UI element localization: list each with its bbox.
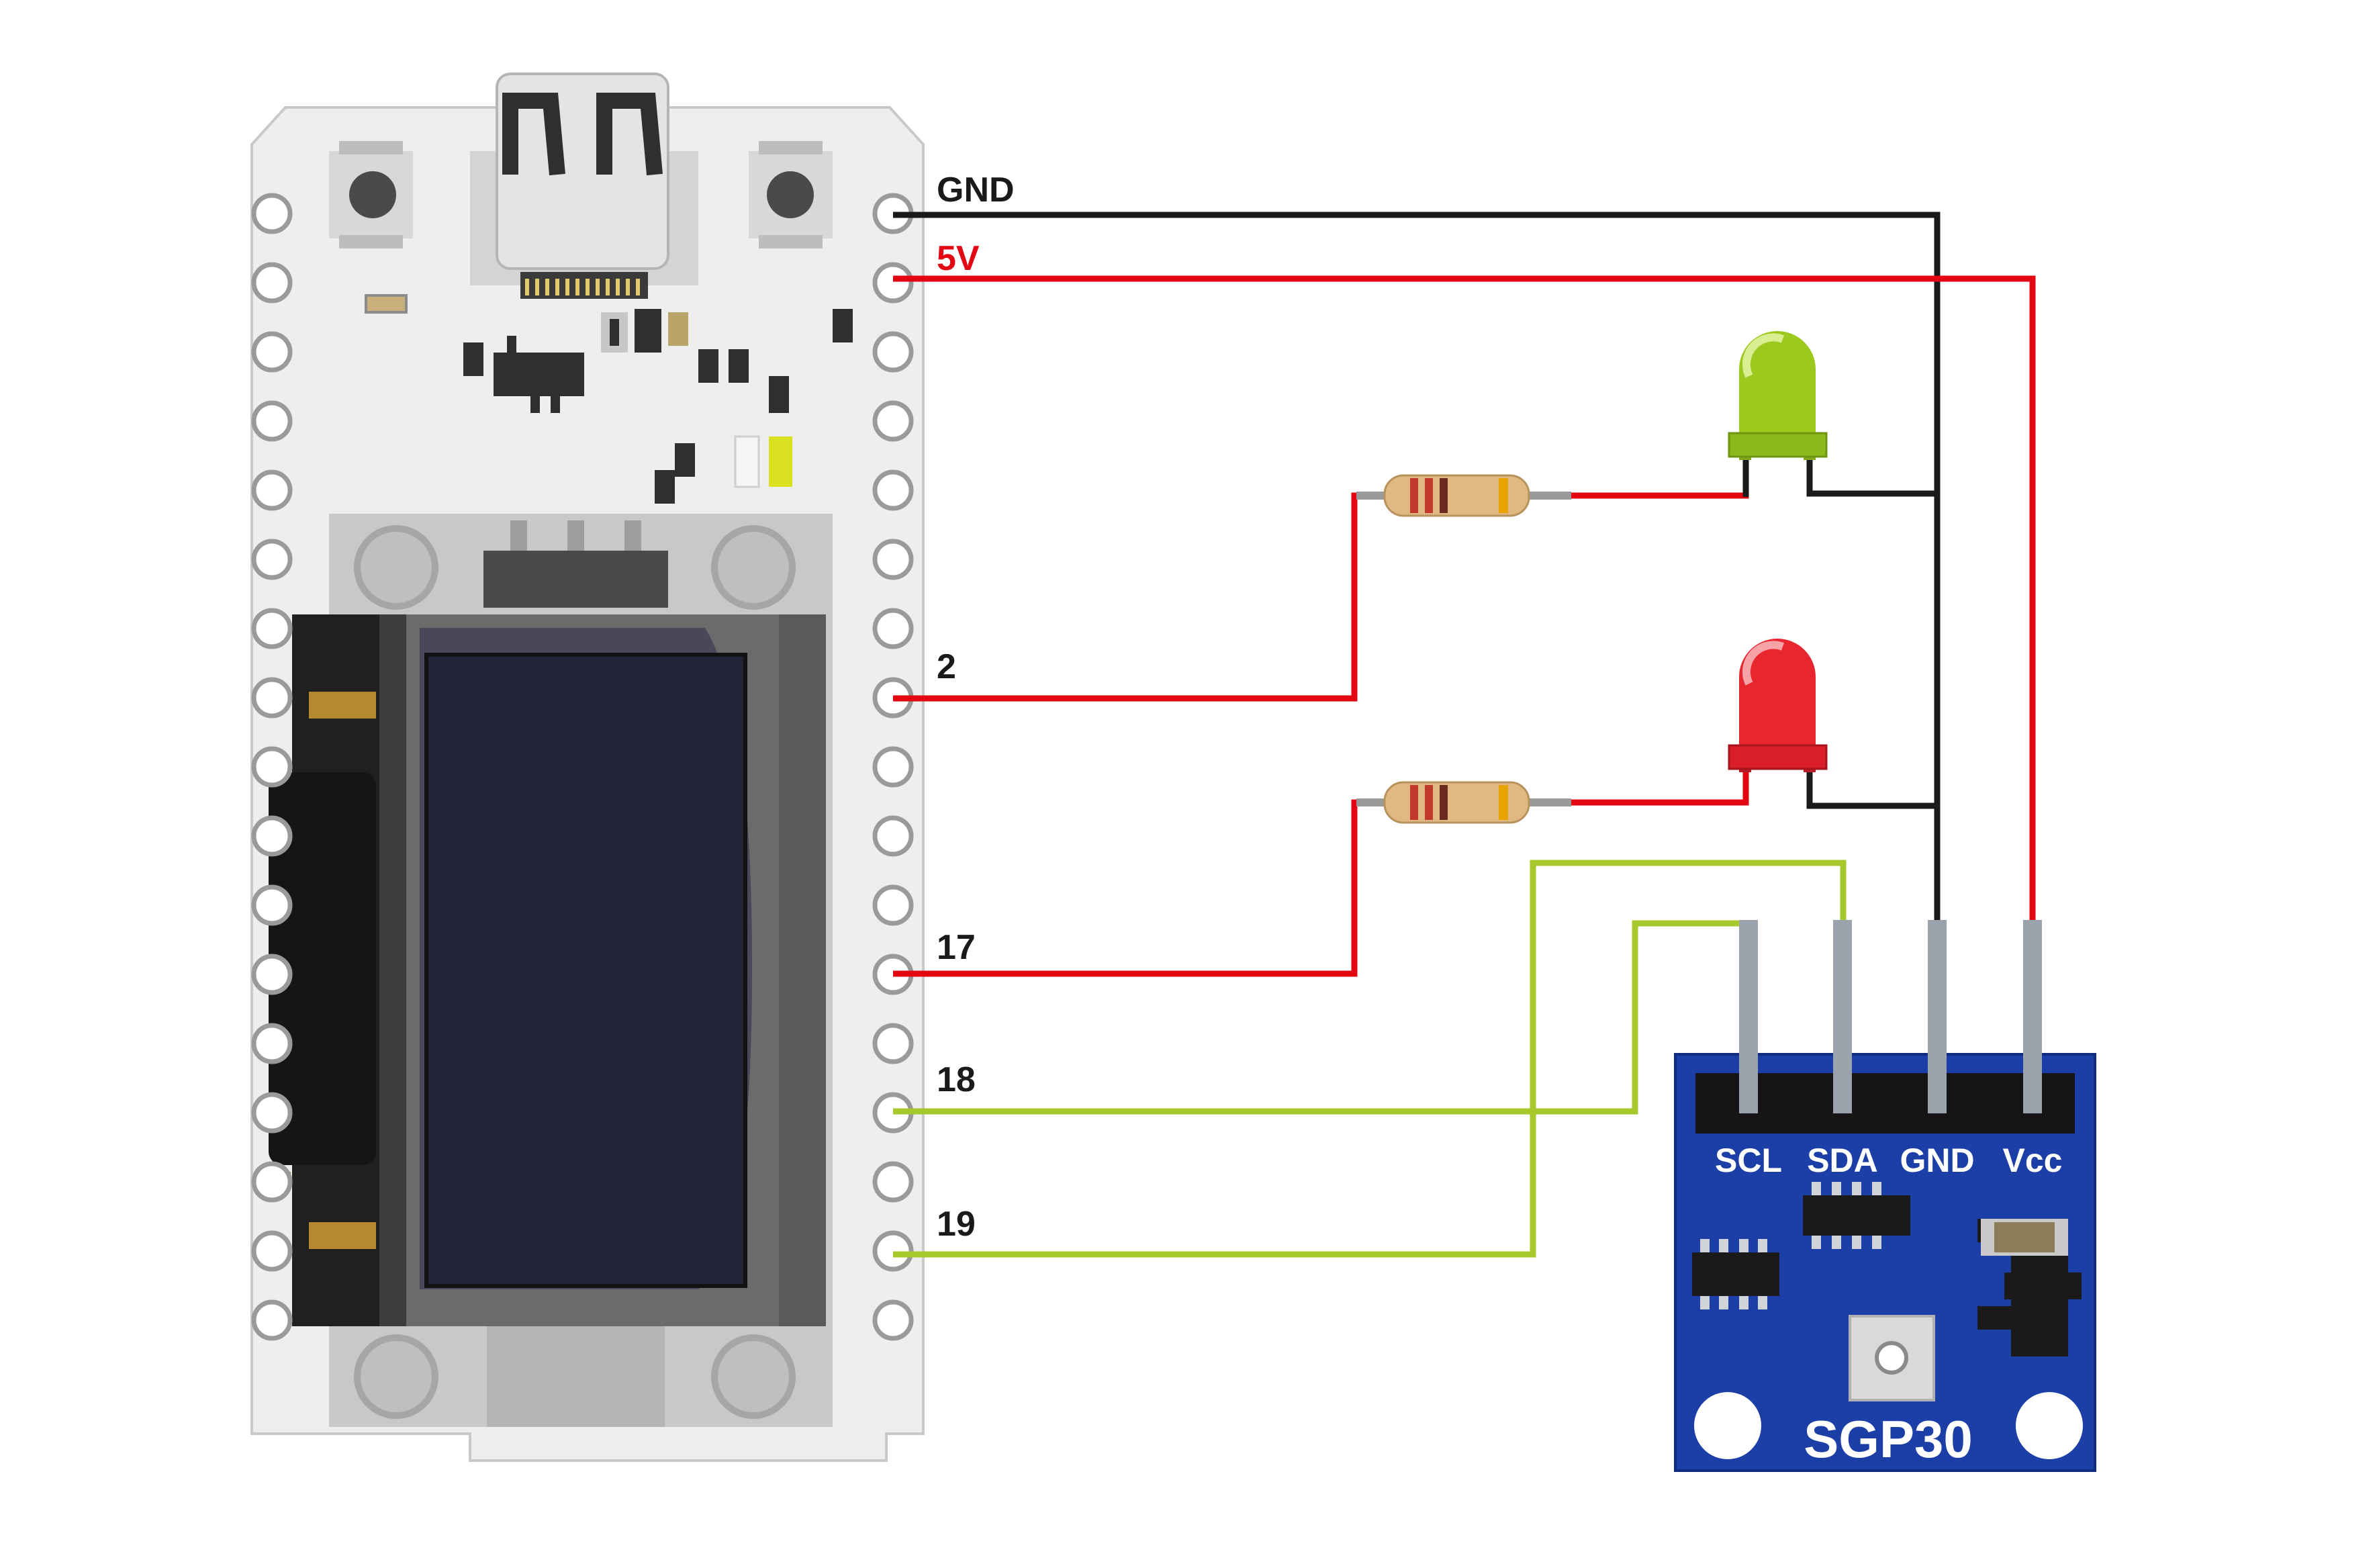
left-header-pin-hole — [251, 400, 293, 442]
sensor-pin-label-scl: SCL — [1715, 1142, 1782, 1179]
pin18-scl-wire — [893, 920, 1749, 1115]
left-header-pin-hole — [251, 539, 293, 580]
left-header-pin-hole — [251, 608, 293, 649]
pin-label-18: 18 — [937, 1060, 976, 1099]
right-header-pin-hole — [872, 1230, 914, 1272]
left-header-pin-hole — [251, 677, 293, 719]
left-header-pin-hole — [251, 469, 293, 511]
sensor-chip — [1692, 1182, 1910, 1309]
power-wire — [893, 275, 2036, 923]
green-led — [1728, 331, 1828, 497]
right-header-pin-hole — [872, 608, 914, 649]
sensor-pin-label-gnd: GND — [1900, 1142, 1974, 1179]
left-header-pin-hole — [251, 193, 293, 234]
pin-label-19: 19 — [937, 1205, 976, 1244]
left-header-pin-hole — [251, 1299, 293, 1341]
left-header-pin-hole — [251, 954, 293, 995]
battery-connector — [267, 614, 379, 1326]
pin-label-gnd: GND — [937, 171, 1015, 210]
right-header-pin-hole — [872, 539, 914, 580]
left-header-pin-hole — [251, 331, 293, 373]
sgp30-sensor-board: SCL SDA GND Vcc SGP30 — [1674, 920, 2096, 1472]
voltage-regulator — [1977, 1219, 2082, 1356]
sensor-pin-label-sda: SDA — [1807, 1142, 1878, 1179]
right-header-pin-hole — [872, 746, 914, 788]
smd-components — [365, 294, 853, 504]
right-header-pin-hole — [872, 1161, 914, 1203]
left-header-pin-hole — [251, 884, 293, 926]
left-header-pin-hole — [251, 1092, 293, 1134]
left-header-pin-hole — [251, 1161, 293, 1203]
left-header-pin-hole — [251, 1230, 293, 1272]
pin-label-17: 17 — [937, 928, 976, 967]
mounting-hole-right — [2016, 1392, 2083, 1459]
right-header-pin-hole — [872, 884, 914, 926]
right-header-pin-hole — [872, 1299, 914, 1341]
left-header-pin-hole — [251, 262, 293, 304]
sensor-pin-label-vcc: Vcc — [2003, 1142, 2063, 1179]
pin-labels: GND 5V 2 17 18 19 — [937, 171, 1015, 1244]
red-led — [1728, 639, 1828, 772]
pin-label-5v: 5V — [937, 239, 980, 278]
right-header-pin-hole — [872, 400, 914, 442]
right-header-pin-hole — [872, 1023, 914, 1064]
pin-label-2: 2 — [937, 647, 956, 686]
right-header-pin-hole — [872, 815, 914, 857]
resistor-2 — [1356, 781, 1571, 824]
usb-connector — [470, 73, 698, 299]
boot-button[interactable] — [749, 141, 833, 248]
gnd-wire-led1 — [1806, 457, 1937, 497]
right-pin-header — [872, 193, 914, 1341]
oled-display — [329, 514, 833, 1427]
pin19-sda-wire — [893, 860, 1847, 1258]
resistor2-led-wire — [1568, 769, 1749, 806]
left-header-pin-hole — [251, 1023, 293, 1064]
resistor1-led-wire — [1568, 457, 1749, 499]
pin2-wire — [893, 492, 1383, 702]
reset-button[interactable] — [329, 141, 413, 248]
gnd-wire — [893, 212, 1941, 923]
esp32-oled-board — [250, 73, 925, 1462]
right-header-pin-hole — [872, 331, 914, 373]
left-header-pin-hole — [251, 815, 293, 857]
gas-sensor-element — [1849, 1315, 1935, 1401]
left-pin-header — [251, 193, 293, 1341]
gnd-wire-led2 — [1806, 769, 1937, 809]
right-header-pin-hole — [872, 469, 914, 511]
resistor-1 — [1356, 474, 1571, 517]
right-header-pin-hole — [872, 262, 914, 304]
mounting-hole-left — [1694, 1392, 1761, 1459]
sensor-name-label: SGP30 — [1804, 1410, 1972, 1469]
left-header-pin-hole — [251, 746, 293, 788]
